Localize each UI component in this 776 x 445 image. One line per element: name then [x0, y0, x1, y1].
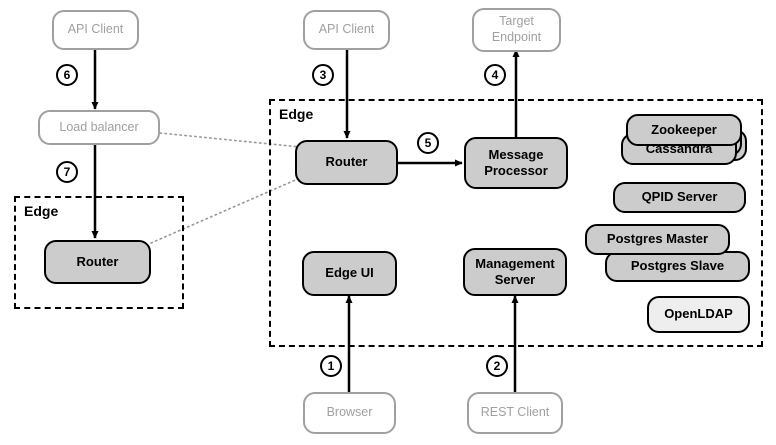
node-router-left-label: Router: [76, 253, 119, 269]
node-zookeeper[interactable]: Zookeeper: [626, 114, 742, 146]
node-api-client-mid-label: API Client: [318, 22, 375, 37]
group-edge-left: [14, 196, 184, 309]
node-zookeeper-label: Zookeeper: [651, 121, 717, 137]
badge-4: 4: [484, 64, 506, 86]
node-management-server-line1: Management: [475, 255, 555, 271]
badge-1-number: 1: [327, 359, 335, 373]
badge-6: 6: [56, 64, 78, 86]
node-api-client-mid[interactable]: API Client: [303, 10, 390, 50]
node-message-processor-line2: Processor: [484, 163, 548, 178]
node-message-processor-line1: Message: [488, 146, 544, 162]
node-browser[interactable]: Browser: [303, 392, 396, 434]
badge-3: 3: [312, 64, 334, 86]
node-qpid-server-label: QPID Server: [641, 189, 718, 205]
node-postgres-master[interactable]: Postgres Master: [585, 224, 730, 255]
node-router-main[interactable]: Router: [295, 140, 398, 185]
node-api-client-left-label: API Client: [67, 22, 124, 37]
node-rest-client-label: REST Client: [480, 405, 550, 420]
node-router-left[interactable]: Router: [44, 240, 151, 284]
node-browser-label: Browser: [326, 405, 373, 420]
node-message-processor[interactable]: Message Processor: [464, 137, 568, 189]
node-target-endpoint-line1: Target: [499, 14, 534, 29]
node-edge-ui[interactable]: Edge UI: [302, 251, 397, 296]
badge-3-number: 3: [319, 68, 327, 82]
node-load-balancer[interactable]: Load balancer: [38, 110, 160, 145]
node-postgres-slave-label: Postgres Slave: [630, 258, 725, 274]
node-management-server[interactable]: Management Server: [463, 248, 567, 296]
group-edge-main-title: Edge: [279, 106, 314, 122]
node-router-main-label: Router: [325, 154, 368, 170]
badge-7-number: 7: [63, 165, 71, 179]
badge-7: 7: [56, 161, 78, 183]
badge-6-number: 6: [63, 68, 71, 82]
badge-5-number: 5: [424, 136, 432, 150]
group-edge-left-title: Edge: [24, 203, 59, 219]
node-openldap-label: OpenLDAP: [664, 306, 733, 322]
node-target-endpoint-line2: Endpoint: [491, 30, 542, 44]
node-openldap[interactable]: OpenLDAP: [647, 296, 750, 333]
node-api-client-left[interactable]: API Client: [52, 10, 139, 50]
badge-4-number: 4: [491, 68, 499, 82]
node-load-balancer-label: Load balancer: [59, 119, 139, 134]
node-qpid-server[interactable]: QPID Server: [613, 182, 746, 213]
badge-2: 2: [486, 355, 508, 377]
node-postgres-master-label: Postgres Master: [606, 231, 709, 247]
node-management-server-line2: Server: [494, 272, 536, 287]
node-rest-client[interactable]: REST Client: [467, 392, 563, 434]
node-message-processor-label: Message Processor: [466, 147, 566, 180]
node-edge-ui-label: Edge UI: [325, 265, 374, 281]
badge-2-number: 2: [493, 359, 501, 373]
node-management-server-label: Management Server: [465, 256, 565, 289]
badge-1: 1: [320, 355, 342, 377]
node-target-endpoint[interactable]: Target Endpoint: [472, 8, 561, 52]
badge-5: 5: [417, 132, 439, 154]
node-target-endpoint-label: Target Endpoint: [474, 14, 559, 45]
node-postgres-slave[interactable]: Postgres Slave: [605, 251, 750, 282]
